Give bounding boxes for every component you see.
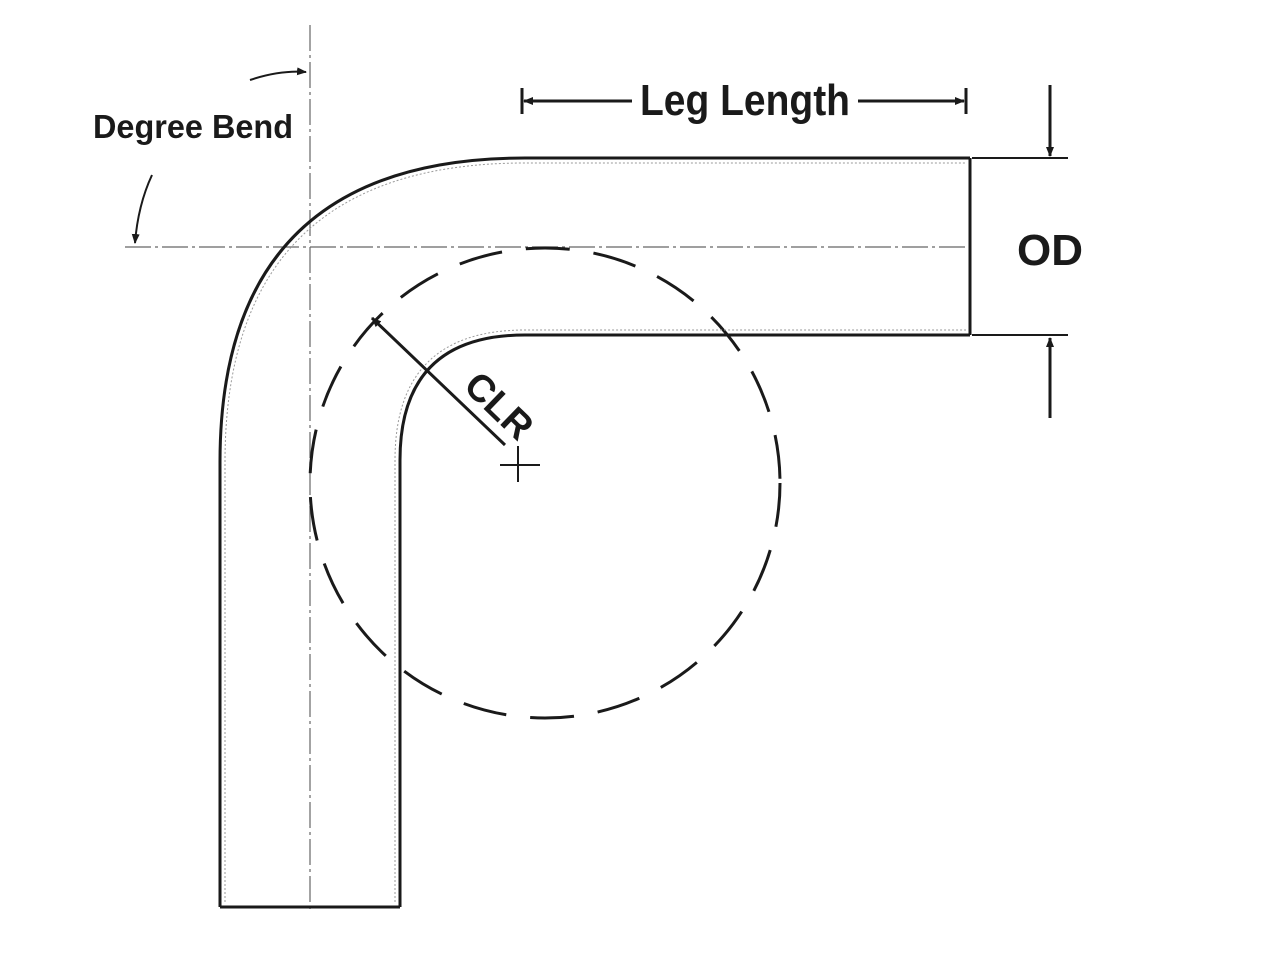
degree-bend-arc-left xyxy=(131,174,153,244)
leg-length-label: Leg Length xyxy=(640,76,850,125)
tube-inner-wall-inner-line xyxy=(394,329,966,902)
bend-radius-circle xyxy=(308,246,782,720)
degree-bend-label: Degree Bend xyxy=(93,108,293,145)
degree-bend-arc-top xyxy=(249,67,307,81)
clr-arrow-line xyxy=(370,316,507,447)
tube-outer-wall xyxy=(218,156,970,907)
tube-outer-wall-inner-line xyxy=(224,162,966,902)
clr-label: CLR xyxy=(456,364,541,448)
od-label: OD xyxy=(1017,226,1083,275)
tube-inner-wall xyxy=(398,333,970,907)
